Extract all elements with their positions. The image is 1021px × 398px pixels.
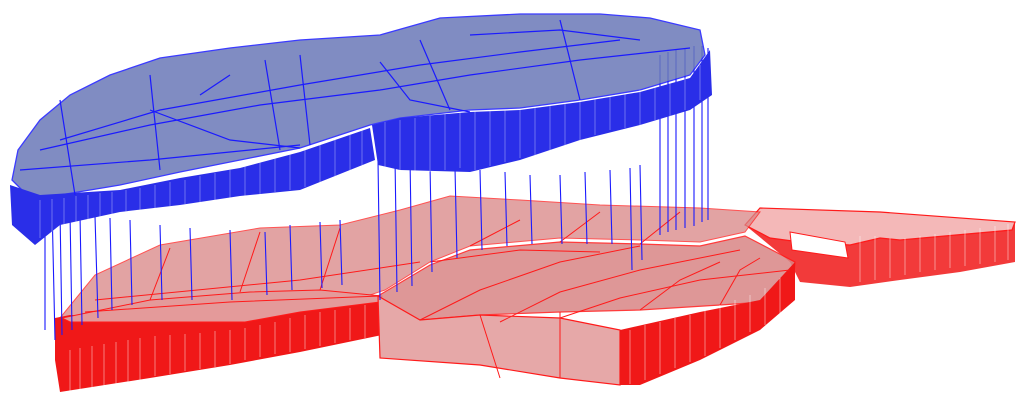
blue-left-wall	[10, 128, 375, 245]
blue-wall-hatching	[39, 65, 701, 238]
red-wall-hatching	[69, 224, 1009, 392]
red-left-wall	[55, 300, 382, 392]
red-front-slab-right-wall	[620, 262, 795, 385]
upper-blue-layer	[10, 13, 712, 245]
red-extension-notch	[789, 231, 849, 259]
blue-right-wall	[372, 50, 712, 172]
blue-top-surface	[11, 13, 706, 199]
lower-red-layer	[55, 195, 1016, 392]
blue-grid-lines	[19, 19, 691, 196]
red-right-extension	[744, 207, 1016, 287]
blue-connector-lines	[44, 46, 709, 341]
